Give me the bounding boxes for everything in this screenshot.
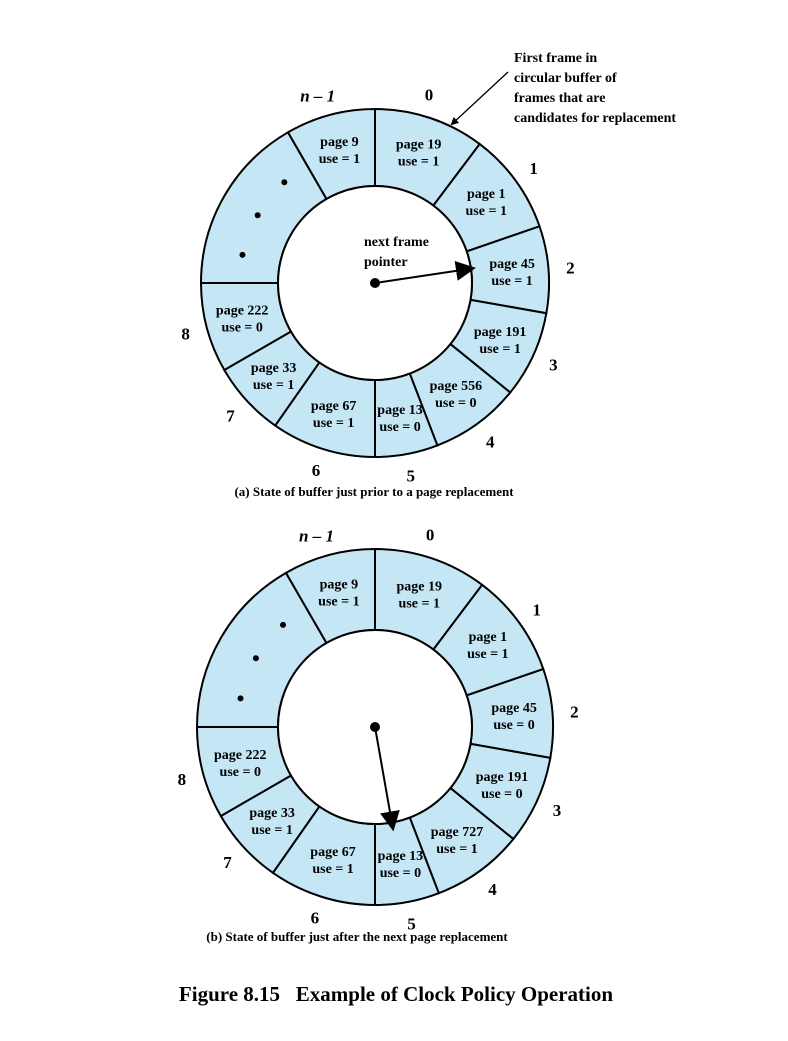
- frame-labels-a: page 19 use = 1 0 page 1 use = 1 1 page 45 use …: [181, 86, 574, 486]
- frame-ring-a: [199, 107, 550, 459]
- frame-use-bit: use = 0: [380, 866, 421, 881]
- frame-use-bit: use = 1: [253, 378, 294, 393]
- frame-page-label: page 222: [214, 748, 267, 763]
- caption-a: (a) State of buffer just prior to a page…: [234, 484, 514, 499]
- frame-page-label: page 191: [474, 325, 527, 340]
- frame-page-label: page 13: [378, 849, 424, 864]
- ellipsis-dot: [279, 621, 286, 628]
- figure-title: Figure 8.15 Example of Clock Policy Oper…: [179, 982, 613, 1006]
- frame-index-label: n – 1: [300, 87, 335, 106]
- frame-index-label: 4: [486, 433, 495, 452]
- next-frame-pointer-b: [374, 726, 400, 832]
- frame-page-label: page 556: [430, 379, 483, 394]
- frame-index-label: 8: [181, 325, 190, 344]
- ellipsis-dot: [237, 695, 244, 702]
- frame-page-label: page 45: [489, 257, 535, 272]
- frame-index-label: 6: [311, 909, 320, 928]
- frame-ring-b: [195, 547, 554, 907]
- frame-page-label: page 45: [491, 701, 537, 716]
- frame-page-label: page 222: [216, 304, 269, 319]
- frame-use-bit: use = 0: [493, 718, 534, 733]
- frame-use-bit: use = 1: [491, 274, 532, 289]
- pointer-label-line-2: pointer: [364, 255, 408, 270]
- frame-index-label: 1: [533, 600, 542, 619]
- ellipsis-dot: [252, 655, 259, 662]
- ellipsis-dot: [281, 179, 288, 186]
- frame-use-bit: use = 1: [318, 594, 359, 609]
- frame-index-label: 0: [425, 86, 434, 105]
- frame-use-bit: use = 0: [481, 787, 522, 802]
- clock-diagram-b: page 19 use = 1 0 page 1 use = 1 1 page 45 use …: [178, 526, 579, 944]
- frame-page-label: page 1: [469, 630, 508, 645]
- annotation-line-2: circular buffer of: [514, 71, 617, 86]
- frame-page-label: page 67: [311, 399, 357, 414]
- ellipsis-dot: [239, 251, 246, 258]
- frame-index-label: 4: [488, 880, 497, 899]
- frame-index-label: 2: [570, 702, 579, 721]
- frame-page-label: page 9: [320, 577, 359, 592]
- frame-page-label: page 727: [431, 825, 484, 840]
- frame-index-label: 7: [223, 853, 232, 872]
- pointer-pivot-a: [370, 278, 380, 288]
- frame-page-label: page 19: [397, 580, 443, 595]
- frame-index-label: 5: [407, 915, 416, 934]
- annotation-line-4: candidates for replacement: [514, 111, 676, 126]
- frame-use-bit: use = 0: [220, 765, 261, 780]
- frame-index-label: 5: [406, 467, 415, 486]
- ellipsis-dots-b: [237, 621, 286, 702]
- ellipsis-dots-a: [239, 179, 288, 258]
- frame-index-label: 8: [178, 770, 187, 789]
- next-frame-pointer-a: [374, 260, 476, 284]
- annotation-line-3: frames that are: [514, 91, 606, 106]
- frame-page-label: page 67: [310, 845, 356, 860]
- frame-index-label: 7: [226, 406, 235, 425]
- annotation-arrow: [450, 71, 509, 126]
- frame-labels-b: page 19 use = 1 0 page 1 use = 1 1 page 45 use …: [178, 526, 579, 934]
- frame-use-bit: use = 1: [466, 204, 507, 219]
- frame-page-label: page 191: [476, 770, 529, 785]
- frame-page-label: page 33: [249, 806, 295, 821]
- ellipsis-dot: [254, 212, 261, 219]
- frame-index-label: n – 1: [299, 527, 334, 546]
- frame-use-bit: use = 1: [319, 152, 360, 167]
- frame-use-bit: use = 1: [467, 647, 508, 662]
- frame-use-bit: use = 1: [251, 823, 292, 838]
- first-frame-annotation: First frame in circular buffer of frames…: [450, 51, 676, 126]
- frame-use-bit: use = 0: [379, 420, 420, 435]
- frame-page-label: page 1: [467, 187, 506, 202]
- frame-use-bit: use = 0: [435, 396, 476, 411]
- frame-page-label: page 9: [320, 135, 359, 150]
- pointer-pivot-b: [370, 722, 380, 732]
- frame-use-bit: use = 1: [479, 342, 520, 357]
- pointer-label-line-1: next frame: [364, 235, 429, 250]
- frame-use-bit: use = 1: [313, 416, 354, 431]
- frame-page-label: page 33: [251, 361, 297, 376]
- frame-index-label: 3: [553, 801, 562, 820]
- frame-use-bit: use = 1: [399, 597, 440, 612]
- frame-index-label: 1: [529, 159, 538, 178]
- frame-use-bit: use = 0: [221, 321, 262, 336]
- frame-page-label: page 13: [377, 403, 423, 418]
- frame-index-label: 0: [426, 526, 435, 545]
- clock-diagram-a: page 19 use = 1 0 page 1 use = 1 1 page 45 use …: [181, 86, 574, 499]
- frame-use-bit: use = 1: [398, 155, 439, 170]
- frame-use-bit: use = 1: [312, 862, 353, 877]
- frame-index-label: 6: [312, 461, 321, 480]
- frame-page-label: page 19: [396, 138, 442, 153]
- frame-use-bit: use = 1: [436, 842, 477, 857]
- caption-b: (b) State of buffer just after the next …: [206, 929, 508, 944]
- annotation-line-1: First frame in: [514, 51, 597, 66]
- frame-index-label: 3: [549, 355, 558, 374]
- frame-index-label: 2: [566, 259, 575, 278]
